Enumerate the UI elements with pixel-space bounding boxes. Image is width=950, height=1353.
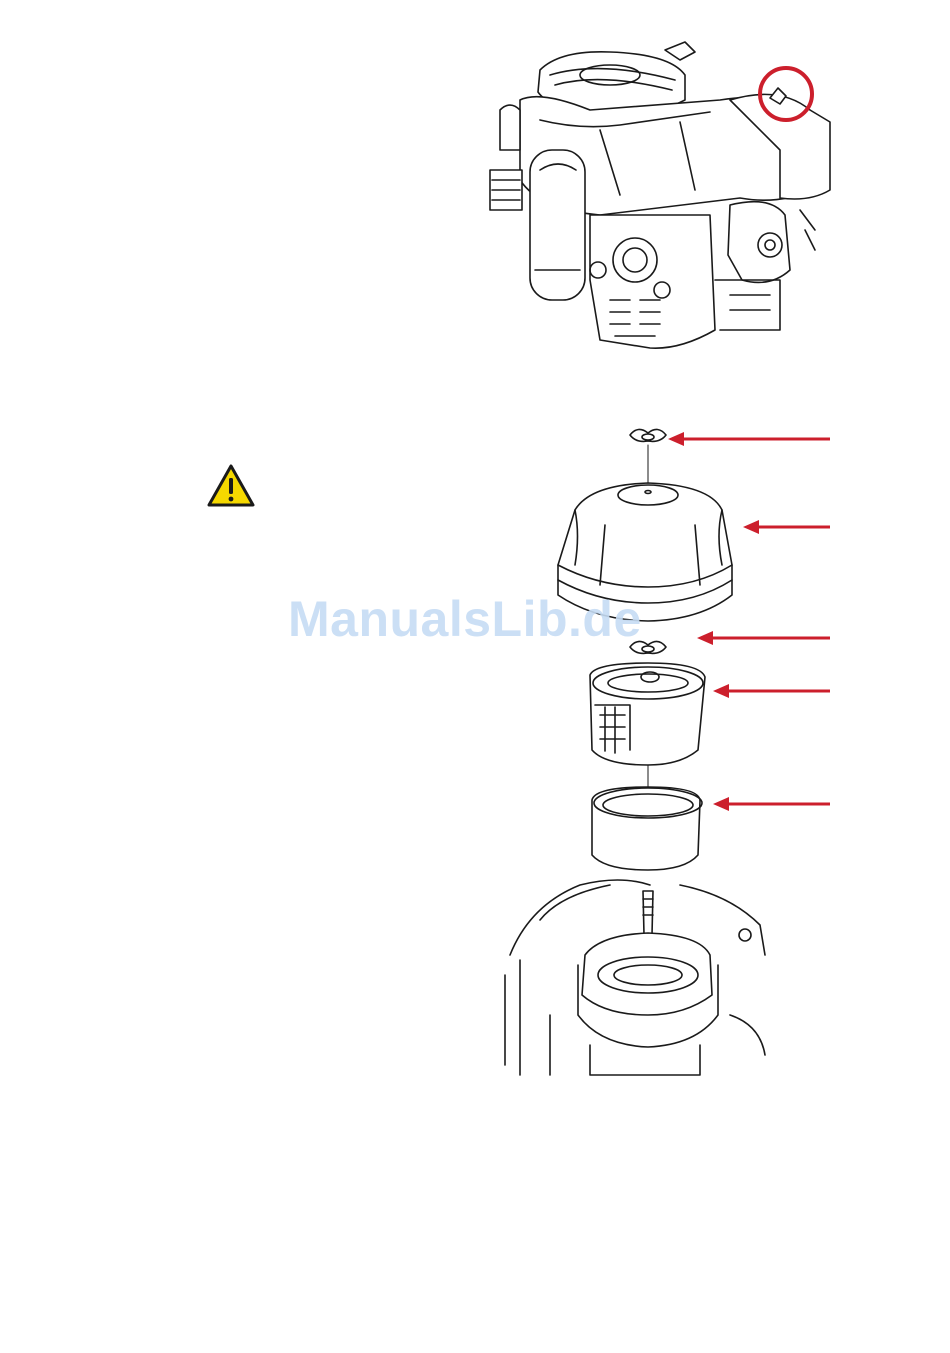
arrow-foam-pre-filter [713,796,830,812]
arrow-paper-filter [713,683,830,699]
watermark: ManualsLib.de [288,590,642,648]
mounting-bolt [643,891,653,935]
arrow-wing-nut [668,431,830,447]
top-wing-nut [630,429,666,441]
callout-circle-marker [758,66,814,122]
arrow-air-filter-cover [743,519,830,535]
warning-triangle-icon [206,463,256,509]
air-filter-exploded-illustration [500,415,800,1080]
foam-pre-filter [592,787,702,870]
arrow-filter-wing-nut [697,630,830,646]
air-filter-base [505,880,765,1075]
paper-filter-element [590,663,705,765]
